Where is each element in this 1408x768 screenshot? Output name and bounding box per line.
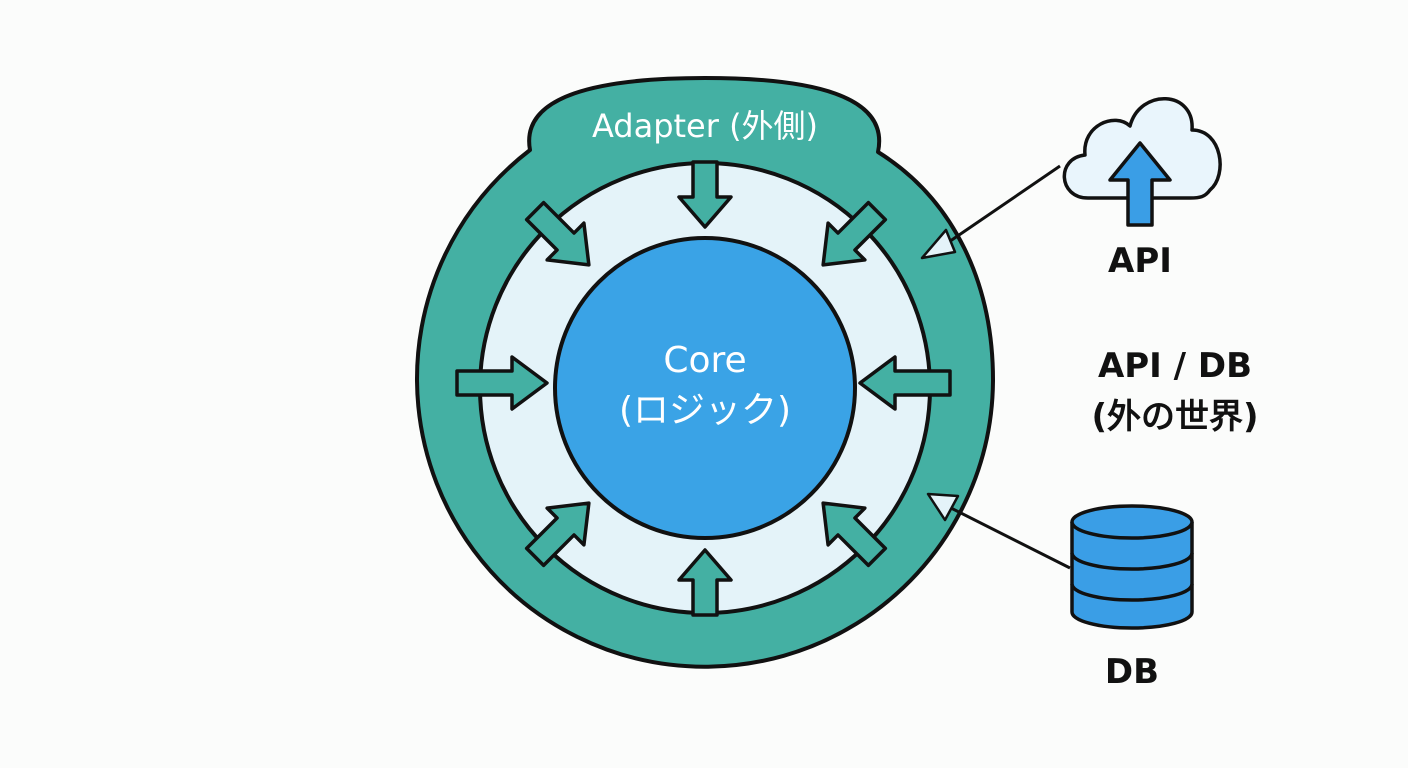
arrow-top-left [524, 200, 591, 267]
core-circle [553, 236, 857, 540]
arrow-bottom-right [821, 501, 888, 568]
arrow-bottom [677, 548, 733, 617]
db-band-2 [1070, 583, 1194, 602]
db-top [1070, 504, 1194, 540]
connectors [920, 164, 1071, 570]
arrow-top-right [821, 200, 888, 267]
external-group-label-line2: (外の世界) [1091, 397, 1258, 437]
api-label: API [1108, 241, 1172, 281]
db-band-1 [1070, 552, 1194, 571]
arrow-left [455, 355, 549, 411]
api-connector-arrowhead [920, 228, 957, 260]
db-connector-line [944, 503, 1071, 570]
db-connector-arrowhead [926, 492, 960, 522]
cloud-upload-icon [1062, 97, 1222, 227]
db-label: DB [1105, 652, 1159, 692]
adapter-label: Adapter (外側) [592, 107, 818, 145]
arrow-top [677, 160, 733, 229]
api-connector-line [939, 164, 1061, 250]
inward-arrows [455, 160, 952, 617]
core-label-line1: Core [663, 340, 746, 381]
arrow-top-shape [677, 160, 733, 229]
arrow-left-shape [455, 355, 549, 411]
arrow-bottom-left [524, 501, 591, 568]
arrow-top-left-shape [524, 200, 591, 267]
arrow-top-right-shape [821, 200, 888, 267]
arrow-bottom-shape [677, 548, 733, 617]
upload-arrow-shape [1108, 141, 1172, 227]
arrow-right [858, 355, 952, 411]
external-group-label-line1: API / DB [1098, 346, 1252, 386]
database-icon [1070, 504, 1194, 630]
arrow-right-shape [858, 355, 952, 411]
db-body [1070, 522, 1194, 630]
arrow-bottom-right-shape [821, 501, 888, 568]
core-label-line2: (ロジック) [619, 390, 791, 431]
arrow-bottom-left-shape [524, 501, 591, 568]
